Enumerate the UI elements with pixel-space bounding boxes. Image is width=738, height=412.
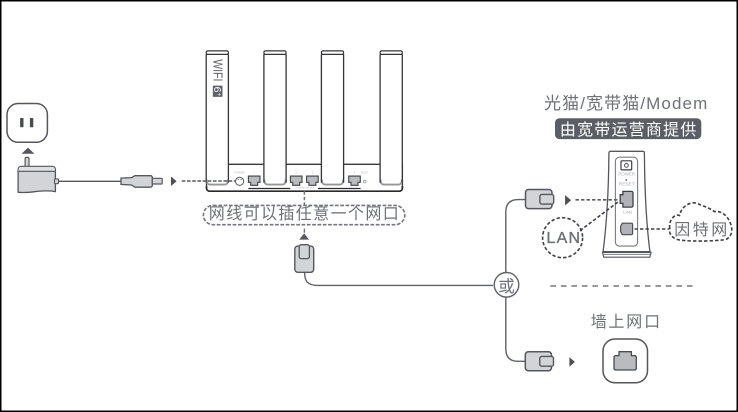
svg-text:光猫/宽带猫/Modem: 光猫/宽带猫/Modem — [544, 94, 708, 113]
svg-text:RESET: RESET — [361, 171, 368, 175]
svg-text:或: 或 — [498, 277, 515, 296]
svg-text:墙上网口: 墙上网口 — [591, 313, 662, 331]
svg-text:3: 3 — [312, 171, 314, 175]
svg-text:6+: 6+ — [211, 87, 223, 97]
svg-text:网线可以插任意一个网口: 网线可以插任意一个网口 — [209, 204, 400, 223]
svg-text:LAN: LAN — [623, 210, 632, 215]
svg-text:POWER: POWER — [234, 171, 244, 175]
svg-text:WIFI: WIFI — [211, 59, 226, 81]
svg-text:1: 1 — [254, 171, 256, 175]
svg-text:HUAWEI WiFi AX3: HUAWEI WiFi AX3 — [296, 187, 315, 190]
svg-text:LAN: LAN — [546, 230, 581, 247]
svg-text:4: 4 — [354, 171, 356, 175]
svg-text:2: 2 — [296, 171, 298, 175]
svg-text:由宽带运营商提供: 由宽带运营商提供 — [560, 121, 698, 139]
svg-text:POWER: POWER — [618, 172, 635, 177]
svg-text:RESET: RESET — [619, 182, 635, 187]
svg-text:因特网: 因特网 — [674, 221, 730, 239]
